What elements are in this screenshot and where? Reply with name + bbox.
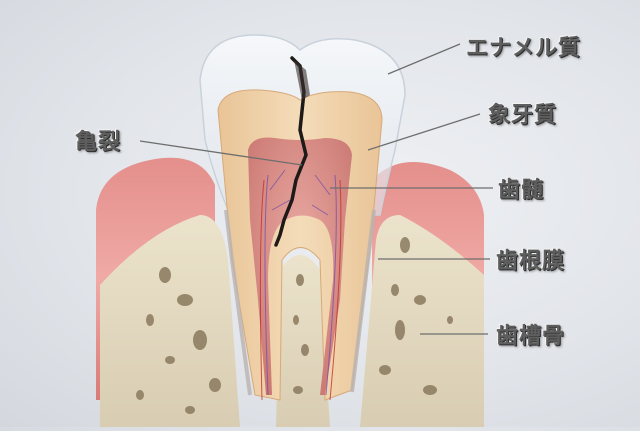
blood-vessels <box>264 169 337 396</box>
alveolar-bone <box>100 215 484 427</box>
label-crack: 亀裂 <box>75 130 122 155</box>
label-pulp: 歯髄 <box>498 178 545 203</box>
label-enamel: エナメル質 <box>466 36 582 61</box>
label-alveolar-bone: 歯槽骨 <box>496 324 566 349</box>
leader-lines <box>139 43 493 335</box>
pulp <box>248 137 352 395</box>
crack-leader-line <box>139 140 303 166</box>
periodontal-ligament <box>224 209 376 396</box>
bone-pores <box>136 237 453 414</box>
label-periodontal-ligament: 歯根膜 <box>496 249 566 274</box>
dentin-leader-line <box>367 113 481 151</box>
enamel-leader-line <box>387 43 461 75</box>
label-dentin: 象牙質 <box>488 103 558 128</box>
